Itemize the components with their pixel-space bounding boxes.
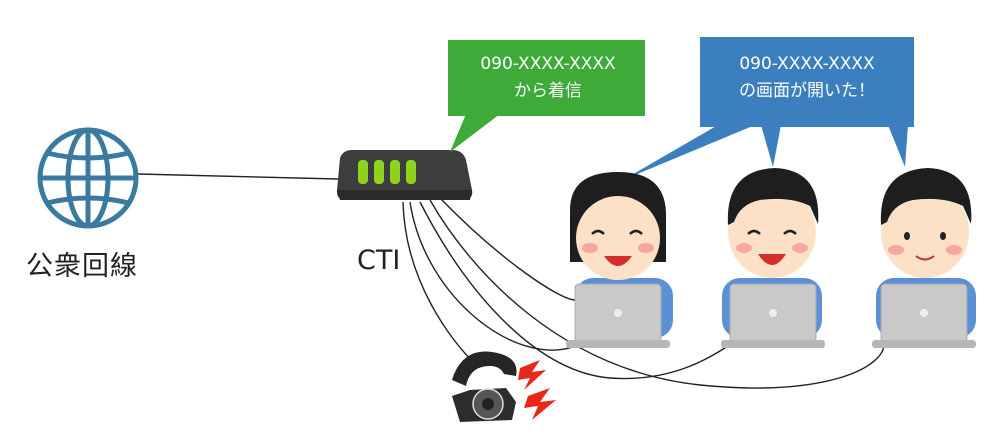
line-globe-to-cti (137, 173, 339, 180)
incoming-call-number: 090-XXXX-XXXX (480, 54, 616, 74)
line-cti-to-phone (402, 201, 479, 368)
incoming-call-bubble (448, 40, 645, 152)
incoming-call-caption: から着信 (514, 81, 582, 101)
laptop-icon-2 (721, 283, 825, 348)
line-cti-to-pc2 (419, 201, 734, 380)
screen-opened-caption: の画面が開いた！ (739, 81, 875, 101)
globe-icon (37, 127, 139, 229)
cti-router-icon (336, 150, 473, 200)
line-cti-to-pc1b (439, 197, 576, 301)
screen-opened-bubble (623, 37, 914, 180)
telephone-icon (452, 351, 517, 422)
screen-opened-text: 090-XXXX-XXXX の画面が開いた！ (703, 51, 911, 105)
line-cti-to-pc1 (409, 201, 579, 351)
ringing-bolt-icon (518, 360, 556, 420)
connection-lines (137, 173, 885, 389)
cti-label: CTI (357, 245, 401, 276)
incoming-call-text: 090-XXXX-XXXX から着信 (456, 51, 640, 105)
laptop-icon (566, 283, 670, 348)
screen-opened-number: 090-XXXX-XXXX (739, 54, 875, 74)
line-cti-to-pc3 (429, 199, 885, 389)
public-network-label: 公衆回線 (26, 251, 138, 282)
laptop-icon-3 (872, 283, 976, 348)
